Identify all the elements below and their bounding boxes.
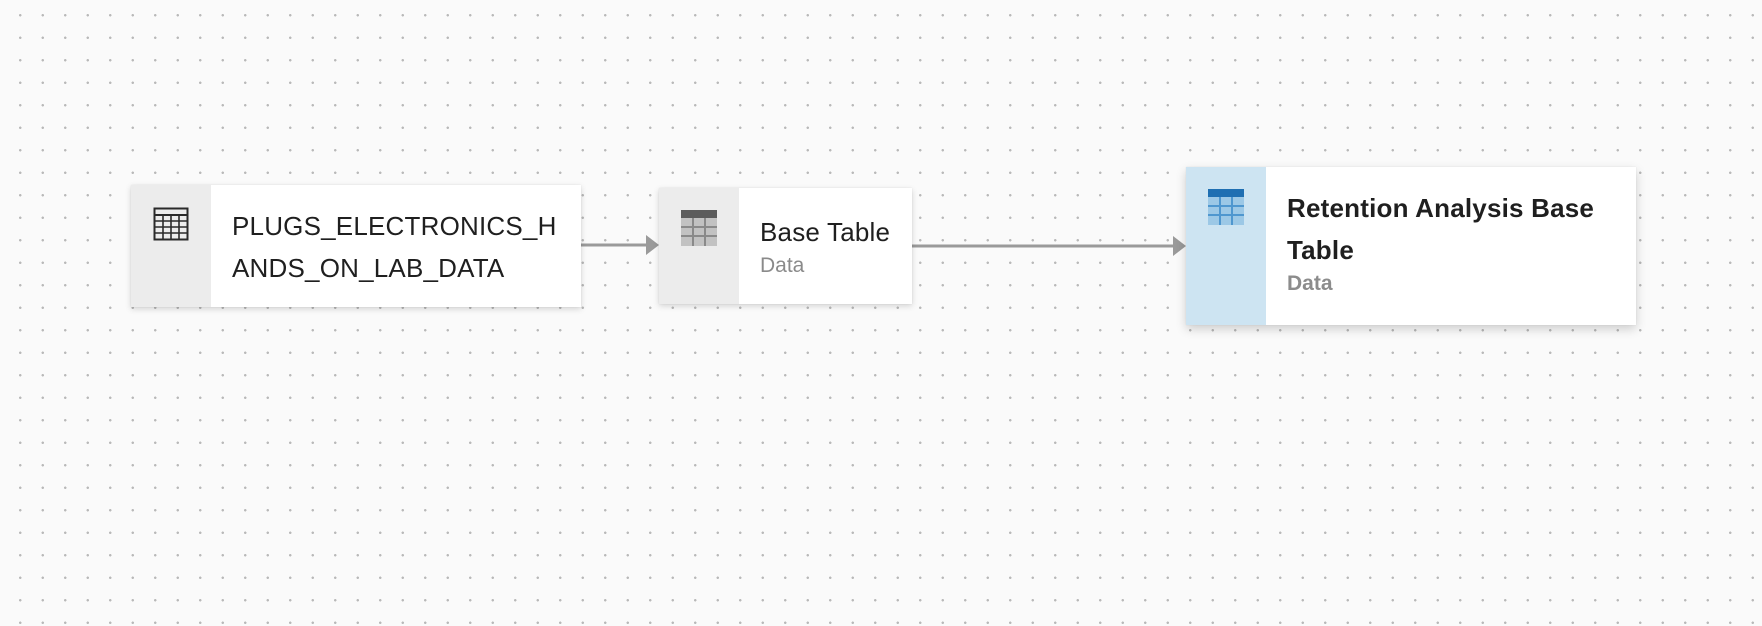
node-icon-column (1186, 167, 1266, 325)
node-subtitle: Data (760, 254, 805, 277)
node-retention-analysis-base-table[interactable]: Retention Analysis Base Table Data (1186, 167, 1636, 325)
node-icon-column (659, 188, 739, 304)
node-title: Base Table (760, 217, 891, 247)
node-title: Retention Analysis Base Table (1287, 193, 1595, 265)
node-body: PLUGS_ELECTRONICS_HANDS_ON_LAB_DATA (211, 185, 581, 307)
node-base-table[interactable]: Base Table Data (659, 188, 912, 304)
source-table-icon (153, 207, 189, 241)
table-icon (1208, 189, 1244, 225)
edge-arrowhead-icon (646, 235, 659, 255)
node-subtitle: Data (1287, 272, 1333, 295)
node-body: Retention Analysis Base Table Data (1266, 167, 1636, 325)
node-source-table[interactable]: PLUGS_ELECTRONICS_HANDS_ON_LAB_DATA (131, 185, 581, 307)
edge-arrowhead-icon (1173, 236, 1186, 256)
node-body: Base Table Data (739, 188, 912, 304)
node-icon-column (131, 185, 211, 307)
table-icon (681, 210, 717, 246)
node-title: PLUGS_ELECTRONICS_HANDS_ON_LAB_DATA (232, 211, 557, 283)
